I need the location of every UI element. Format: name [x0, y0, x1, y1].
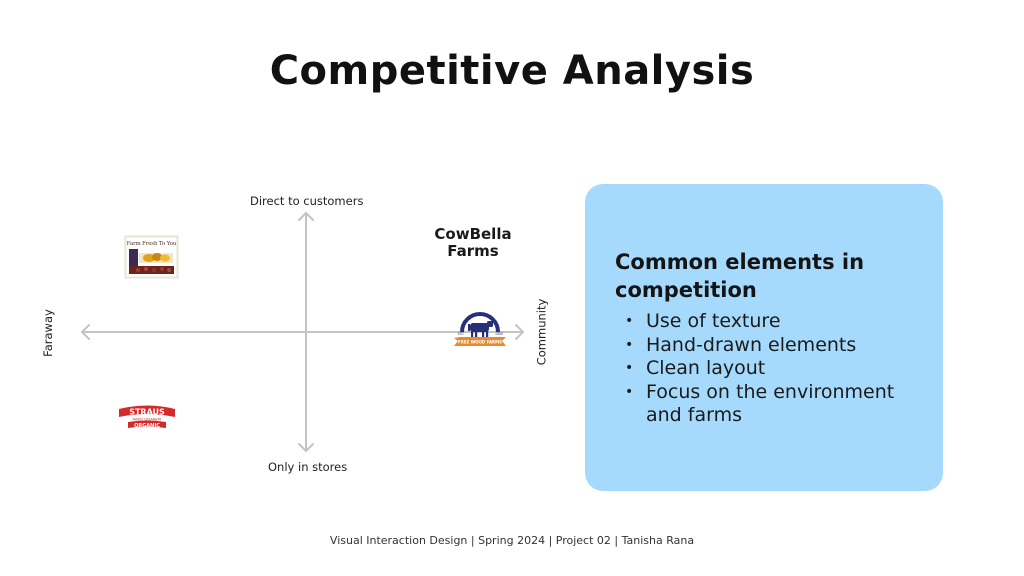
bullet-icon: •: [625, 383, 634, 400]
axis-label-bottom: Only in stores: [268, 460, 348, 474]
freewood-est: EST: [458, 332, 464, 336]
list-item-text: Focus on the environment and farms: [646, 380, 895, 427]
slide-title: Competitive Analysis: [269, 48, 755, 94]
bullet-icon: •: [625, 336, 634, 353]
common-elements-list: • Use of texture • Hand-drawn elements • Cl…: [615, 310, 935, 428]
axis-label-left: Faraway: [40, 309, 55, 357]
freewood-year: 1900: [495, 332, 503, 336]
right-arrowhead: [515, 324, 524, 340]
freewood-banner-text: FREE WOOD FARMS: [458, 340, 502, 345]
axis-label-right: Community: [534, 298, 549, 366]
straus-logo: STRAUS FAMILY CREAMERY ORGANIC: [116, 402, 178, 430]
fresh-to-you-logo: Farm Fresh To You: [124, 235, 179, 279]
cow-icon: [468, 321, 493, 337]
list-item: • Hand-drawn elements: [615, 334, 935, 358]
bullet-icon: •: [625, 360, 634, 376]
top-arrowhead: [298, 212, 314, 221]
list-item: • Focus on the environment and farms: [615, 381, 935, 428]
straus-organic: ORGANIC: [134, 423, 160, 429]
fresh-to-you-text: Farm Fresh To You: [127, 241, 177, 247]
straus-wordmark: STRAUS: [129, 408, 165, 417]
axis-label-top: Direct to customers: [250, 194, 364, 208]
left-arrowhead: [81, 324, 90, 340]
bullet-icon: •: [625, 313, 634, 329]
straus-subtitle: FAMILY CREAMERY: [132, 418, 161, 422]
list-item: • Use of texture: [615, 310, 935, 334]
common-elements-card: Common elements in competition • Use of t…: [585, 184, 943, 491]
card-heading: Common elements in competition: [615, 250, 865, 302]
cowbella-farms-logo: CowBella Farms: [427, 226, 519, 262]
cowbella-line-2: Farms: [447, 242, 499, 260]
bottom-arrowhead: [298, 443, 314, 452]
free-wood-farms-logo: EST 1900 FREE WOOD FARMS: [453, 308, 507, 352]
list-item-text: Use of texture: [646, 310, 781, 332]
list-item: • Clean layout: [615, 357, 935, 381]
list-item-text: Hand-drawn elements: [646, 333, 857, 356]
cowbella-line-1: CowBella: [434, 225, 512, 243]
list-item-text: Clean layout: [646, 357, 766, 379]
slide-footer: Visual Interaction Design | Spring 2024 …: [329, 534, 695, 547]
